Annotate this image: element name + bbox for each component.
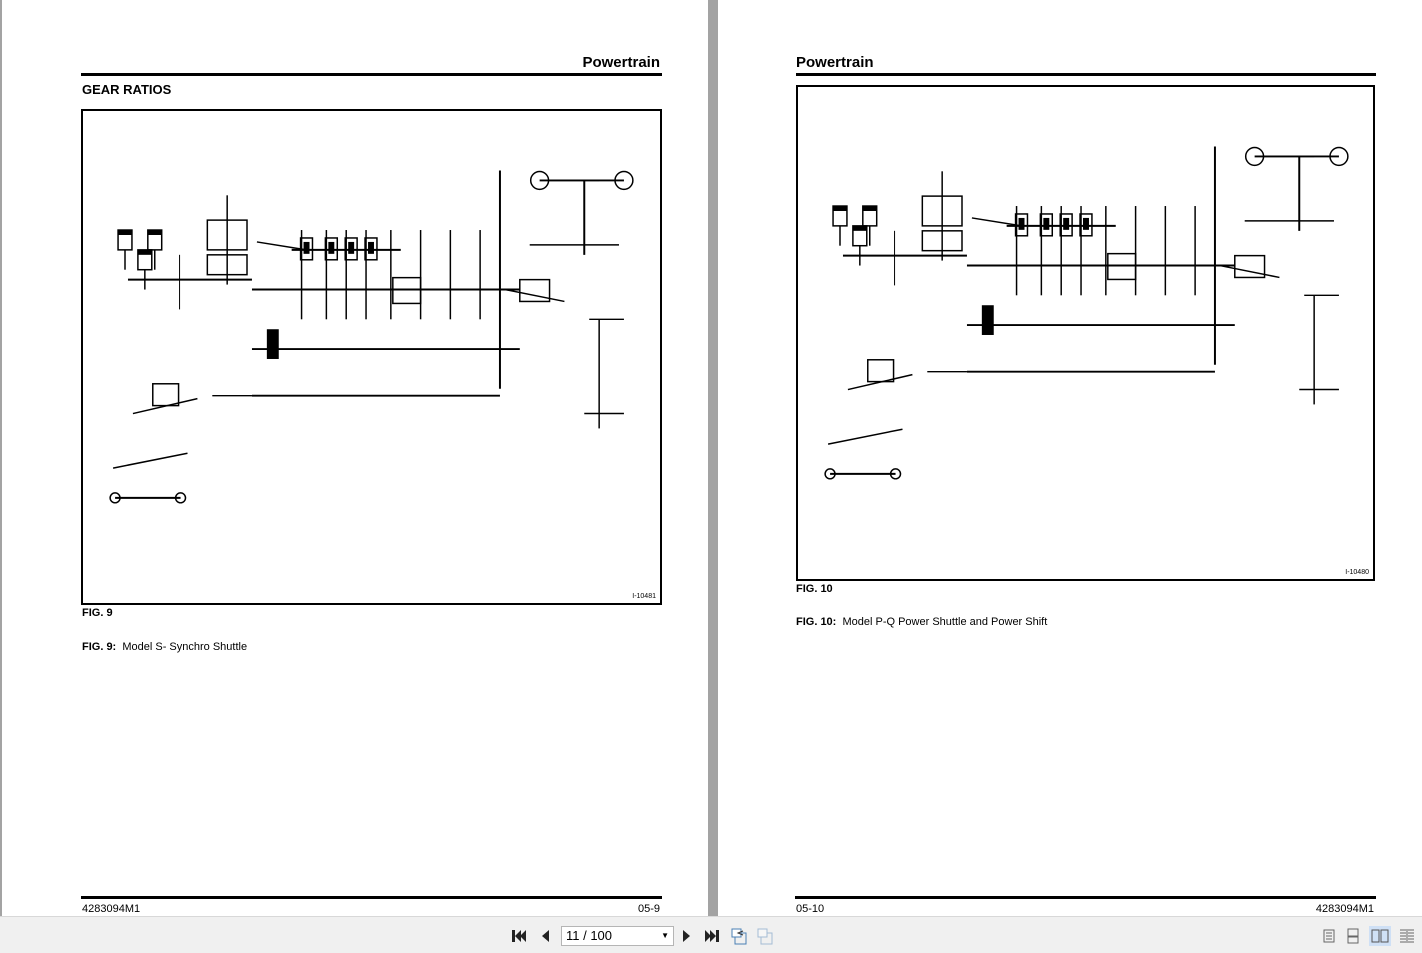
synchro <box>1079 213 1093 237</box>
continuous-view-button[interactable] <box>1342 926 1364 946</box>
differential <box>519 278 551 303</box>
synchro-hub <box>368 241 374 254</box>
clutch-pack <box>266 329 279 359</box>
footer-page-number: 05-9 <box>637 903 660 915</box>
footer-doc-number: 4283094M1 <box>1315 903 1374 915</box>
synchro <box>1039 213 1054 237</box>
piston-head <box>852 225 867 231</box>
figure-id: I-10480 <box>1345 569 1369 576</box>
first-page-icon <box>512 930 526 942</box>
first-page-button[interactable] <box>509 926 529 946</box>
go-back-icon <box>731 928 747 945</box>
synchro-hub <box>1083 217 1089 230</box>
gear-schematic <box>824 146 1349 480</box>
footer-page-number: 05-10 <box>796 903 825 915</box>
link <box>971 217 1022 227</box>
steering-link <box>827 428 903 445</box>
range-synchro <box>1107 252 1137 281</box>
piston-head <box>862 206 877 211</box>
go-back-view-button[interactable] <box>729 926 749 946</box>
previous-page-button[interactable] <box>535 926 555 946</box>
synchro-hub <box>303 241 310 254</box>
synchro <box>1014 213 1029 237</box>
figure-label: FIG. 10 <box>796 583 833 595</box>
gear-schematic <box>109 170 634 504</box>
synchro <box>364 237 378 261</box>
steering-link <box>112 452 188 469</box>
clutch-pack <box>981 305 994 335</box>
section-title: GEAR RATIOS <box>82 82 172 97</box>
caption-text: Model P-Q Power Shuttle and Power Shift <box>842 616 1048 628</box>
caption-label: FIG. 9: <box>82 641 117 653</box>
next-page-button[interactable] <box>677 926 697 946</box>
last-page-icon <box>705 930 719 942</box>
figure-caption: FIG. 9: Model S- Synchro Shuttle <box>82 641 247 653</box>
facing-pages-icon <box>1371 929 1389 943</box>
chevron-down-icon: ▼ <box>661 931 669 940</box>
go-forward-icon <box>757 928 773 945</box>
figure-id: I-10481 <box>632 593 656 600</box>
link <box>256 241 307 251</box>
continuous-facing-icon <box>1400 929 1414 943</box>
pdf-page-right: Powertrain I-10480 FIG. 10 FIG. 10: Mode… <box>718 0 1422 916</box>
synchro <box>324 237 339 261</box>
synchro-hub <box>1018 217 1025 230</box>
synchro-hub <box>1043 217 1050 230</box>
synchro <box>299 237 314 261</box>
next-page-icon <box>683 930 690 942</box>
header-rule <box>81 73 662 76</box>
page-header: Powertrain <box>582 54 660 71</box>
viewer-toolbar: 11 / 100 ▼ <box>0 916 1422 953</box>
differential <box>1234 254 1266 279</box>
gear-diagram-figure-10: I-10480 <box>796 85 1375 581</box>
continuous-facing-view-button[interactable] <box>1396 926 1418 946</box>
page-header: Powertrain <box>796 54 874 71</box>
piston-head <box>137 249 152 255</box>
synchro <box>1059 213 1073 237</box>
front-axle-link <box>847 373 913 391</box>
page-number-select[interactable]: 11 / 100 ▼ <box>561 926 674 946</box>
bevel <box>1219 264 1280 279</box>
piston-head <box>833 206 847 211</box>
page-number-value: 11 / 100 <box>566 928 613 943</box>
range-synchro <box>392 276 422 305</box>
caption-label: FIG. 10: <box>796 616 837 628</box>
go-forward-view-button[interactable] <box>755 926 775 946</box>
figure-label: FIG. 9 <box>82 607 113 619</box>
footer-doc-number: 4283094M1 <box>82 903 141 915</box>
piston-head <box>118 230 132 235</box>
synchro-hub <box>328 241 335 254</box>
bevel <box>504 288 565 303</box>
figure-caption: FIG. 10: Model P-Q Power Shuttle and Pow… <box>796 616 1047 628</box>
gear-diagram-figure-9: I-10481 <box>81 109 662 605</box>
synchro <box>344 237 358 261</box>
front-axle-link <box>132 397 198 415</box>
header-rule <box>796 73 1376 76</box>
pdf-page-left: Powertrain GEAR RATIOS I-10481 FIG. 9 FI… <box>2 0 708 916</box>
continuous-page-icon <box>1347 928 1359 944</box>
footer-rule <box>795 896 1376 899</box>
single-page-view-button[interactable] <box>1318 926 1340 946</box>
caption-text: Model S- Synchro Shuttle <box>122 641 248 653</box>
piston-head <box>147 230 162 235</box>
single-page-icon <box>1323 929 1335 943</box>
previous-page-icon <box>542 930 549 942</box>
last-page-button[interactable] <box>702 926 722 946</box>
synchro-hub <box>1063 217 1070 230</box>
front-differential <box>152 383 180 407</box>
front-differential <box>867 359 895 383</box>
footer-rule <box>81 896 662 899</box>
synchro-hub <box>348 241 355 254</box>
facing-view-button[interactable] <box>1369 926 1391 946</box>
